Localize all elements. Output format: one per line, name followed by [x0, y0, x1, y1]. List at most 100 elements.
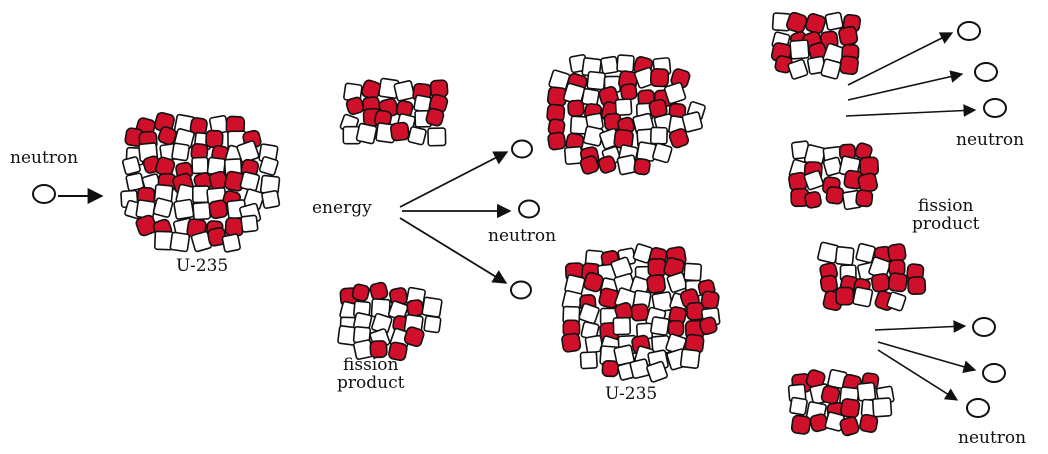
proton	[699, 316, 718, 336]
neutron-nucleon	[423, 315, 442, 334]
proton	[649, 68, 670, 88]
top-right-arrow-3	[845, 104, 977, 117]
neutron-nucleon	[820, 58, 842, 80]
neutron-nucleon	[663, 81, 687, 105]
neutron-nucleon	[855, 242, 876, 264]
proton	[205, 129, 224, 149]
proton	[620, 83, 638, 101]
proton	[870, 273, 891, 293]
proton	[369, 340, 388, 359]
proton	[598, 155, 617, 174]
energy-arrow-up	[399, 151, 509, 208]
neutron-nucleon	[258, 156, 279, 176]
neutron-particle-br-3	[966, 398, 990, 418]
neutron-nucleon	[681, 111, 703, 133]
neutron-particle-middle	[518, 199, 540, 219]
neutron-particle-up	[511, 139, 533, 159]
bottom-right-arrow-3	[877, 349, 959, 401]
proton	[840, 398, 861, 419]
neutron-nucleon	[852, 286, 874, 308]
u235-nucleus-lower	[561, 243, 721, 383]
neutron-nucleon	[822, 156, 843, 177]
fission-product-bottom-right-b	[787, 369, 895, 437]
proton	[567, 99, 585, 117]
neutron-nucleon	[121, 156, 141, 176]
neutron-nucleon	[614, 98, 633, 116]
neutron-nucleon	[563, 145, 583, 165]
proton	[839, 55, 859, 75]
arrows	[58, 32, 977, 401]
neutron-bottom-right-label: neutron	[958, 428, 1027, 448]
neutron-particle-tr-1	[957, 21, 981, 41]
neutron-nucleon	[173, 198, 195, 220]
proton	[208, 199, 229, 220]
proton	[406, 299, 424, 317]
proton	[547, 131, 567, 151]
neutron-nucleon	[616, 54, 635, 73]
top-right-arrow-1	[847, 32, 954, 86]
neutron-nucleon	[787, 58, 809, 80]
proton	[825, 186, 845, 205]
proton	[390, 121, 410, 142]
fission-product-top-right-a	[770, 11, 861, 80]
neutron-nucleon	[261, 190, 281, 209]
proton	[388, 341, 408, 362]
neutron-nucleon	[834, 246, 855, 266]
proton	[561, 332, 582, 353]
free-neutrons	[32, 21, 1007, 418]
proton	[838, 25, 859, 46]
proton	[907, 276, 927, 296]
neutron-nucleon	[393, 80, 416, 102]
neutron-nucleon	[612, 316, 632, 336]
neutron-nucleon	[192, 201, 211, 221]
proton	[859, 413, 879, 433]
neutron-nucleon	[427, 127, 447, 147]
neutron-nucleon	[649, 126, 668, 145]
neutron-nucleon	[824, 11, 844, 31]
neutron-particle-tr-2	[974, 62, 998, 82]
proton	[630, 303, 649, 322]
proton	[647, 258, 667, 277]
nuclei-layer	[120, 11, 927, 437]
proton	[351, 283, 370, 302]
neutron-nucleon	[871, 397, 893, 418]
neutron-nucleon	[646, 360, 668, 383]
neutron-nucleon	[600, 55, 619, 75]
neutron-nucleon	[191, 156, 209, 175]
bottom-right-arrow-2	[877, 341, 977, 373]
energy-label: energy	[312, 198, 372, 218]
neutron-nucleon	[886, 291, 907, 312]
neutron-particle-tr-3	[983, 98, 1007, 118]
proton	[425, 107, 445, 127]
neutron-nucleon	[355, 122, 378, 145]
proton	[855, 189, 874, 208]
neutron-nucleon	[652, 142, 673, 164]
neutron-nucleon	[579, 351, 598, 370]
neutron-particle-down	[510, 280, 532, 300]
fission-product-top-right-b	[788, 140, 879, 211]
u235-nucleus-initial	[120, 111, 281, 253]
fission-product-label-left: fission product	[337, 355, 405, 393]
proton	[668, 128, 690, 149]
neutron-nucleon	[803, 170, 824, 191]
neutron-nucleon	[789, 396, 808, 416]
neutron-nucleon	[586, 70, 606, 91]
neutron-nucleon	[856, 381, 877, 402]
neutron-particle-br-1	[972, 317, 996, 337]
incoming-neutron-label: neutron	[10, 148, 79, 168]
proton	[835, 286, 855, 306]
proton	[839, 416, 860, 437]
u235-label-first: U-235	[176, 256, 229, 276]
energy-arrow-down	[399, 217, 508, 284]
proton	[369, 281, 389, 301]
proton	[601, 359, 619, 378]
proton	[790, 414, 811, 435]
neutron-nucleon	[171, 142, 190, 162]
neutron-nucleon	[789, 39, 810, 60]
fission-product-label-right: fission product	[912, 196, 980, 234]
neutron-nucleon	[407, 126, 427, 146]
proton	[819, 274, 838, 293]
neutron-nucleon	[221, 233, 241, 253]
neutron-middle-label: neutron	[488, 226, 557, 246]
